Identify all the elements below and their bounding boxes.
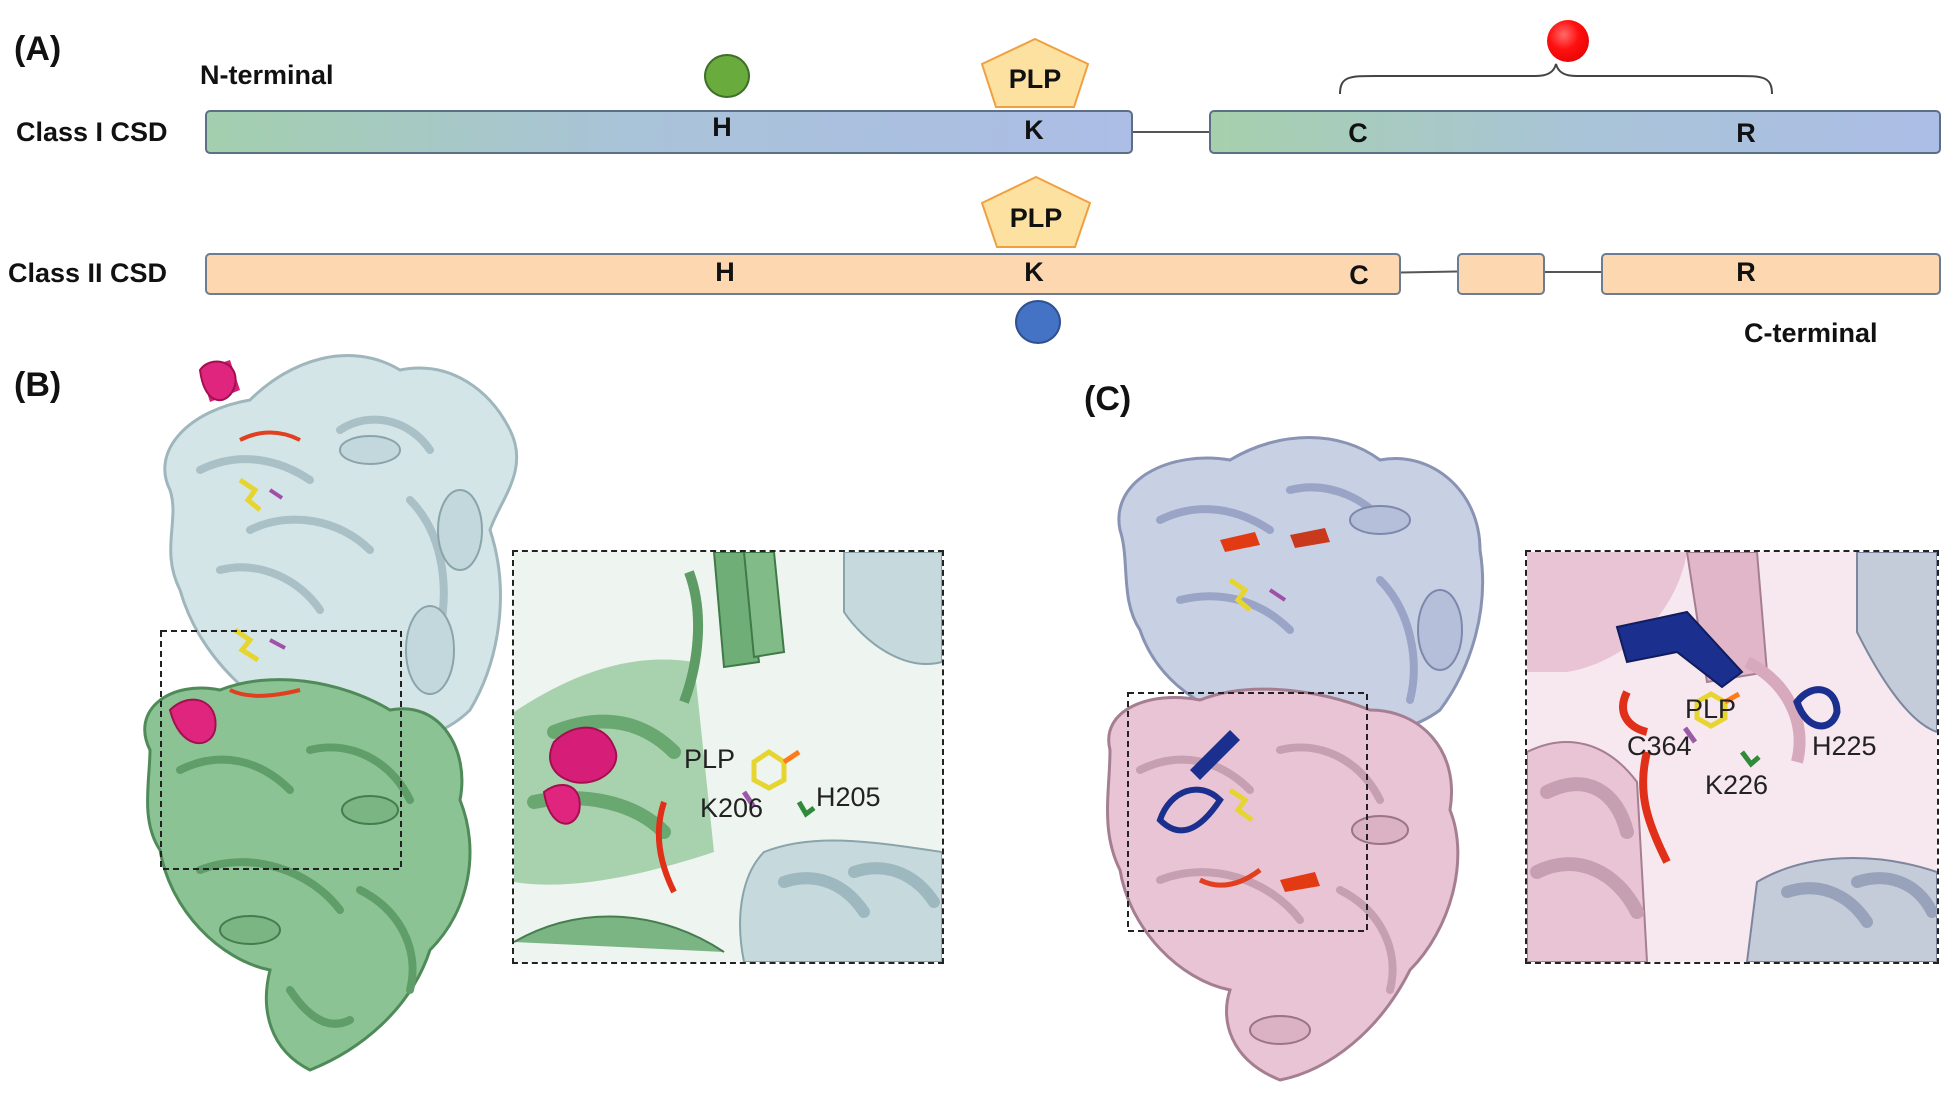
panel-label-a: (A) [14, 30, 62, 68]
class2-label: Class II CSD [8, 258, 168, 288]
class1-plp-pentagon: PLP [980, 37, 1090, 108]
protein-structure-b [143, 354, 519, 1072]
inset-b-label-k206: K206 [700, 793, 763, 823]
red-circle-icon [1547, 20, 1589, 62]
class1-residue-k: K [1024, 115, 1044, 145]
class1-domain-1 [205, 110, 1133, 154]
inset-c-label-plp: PLP [1685, 694, 1736, 724]
class2-residue-r: R [1736, 257, 1756, 287]
class1-label: Class I CSD [16, 117, 168, 147]
inset-c: PLP C364 K226 H225 [1525, 550, 1939, 964]
curly-brace-icon [1339, 63, 1773, 95]
blue-circle-icon [1015, 300, 1061, 344]
class1-residue-h: H [712, 112, 732, 142]
class1-linker [1133, 131, 1209, 133]
class2-residue-h: H [715, 257, 735, 287]
class2-domain-1 [205, 253, 1401, 295]
inset-c-label-c364: C364 [1627, 731, 1692, 761]
class1-plp-label: PLP [1009, 64, 1062, 94]
class2-domain-3 [1601, 253, 1941, 295]
n-terminal-label: N-terminal [200, 60, 334, 90]
class2-domain-2 [1457, 253, 1545, 295]
inset-b-label-plp: PLP [684, 744, 735, 774]
inset-b: PLP K206 H205 [512, 550, 944, 964]
c-terminal-label: C-terminal [1744, 318, 1878, 348]
inset-c-structure: PLP C364 K226 H225 [1527, 552, 1937, 962]
class2-plp-pentagon: PLP [980, 175, 1092, 248]
protein-structure-c [1106, 436, 1485, 1082]
class2-residue-k: K [1024, 257, 1044, 287]
panel-label-b: (B) [14, 366, 62, 404]
green-circle-icon [704, 54, 750, 98]
inset-b-structure: PLP K206 H205 [514, 552, 942, 962]
inset-c-label-h225: H225 [1812, 731, 1877, 761]
panel-label-c: (C) [1084, 380, 1132, 418]
class1-residue-c: C [1348, 118, 1368, 148]
inset-b-label-h205: H205 [816, 782, 881, 812]
class1-domain-2 [1209, 110, 1941, 154]
class2-linker-1 [1400, 270, 1458, 274]
class1-residue-r: R [1736, 118, 1756, 148]
class2-residue-c: C [1349, 260, 1369, 290]
inset-c-label-k226: K226 [1705, 770, 1768, 800]
class2-linker-2 [1545, 271, 1601, 273]
class2-plp-label: PLP [1010, 203, 1063, 233]
